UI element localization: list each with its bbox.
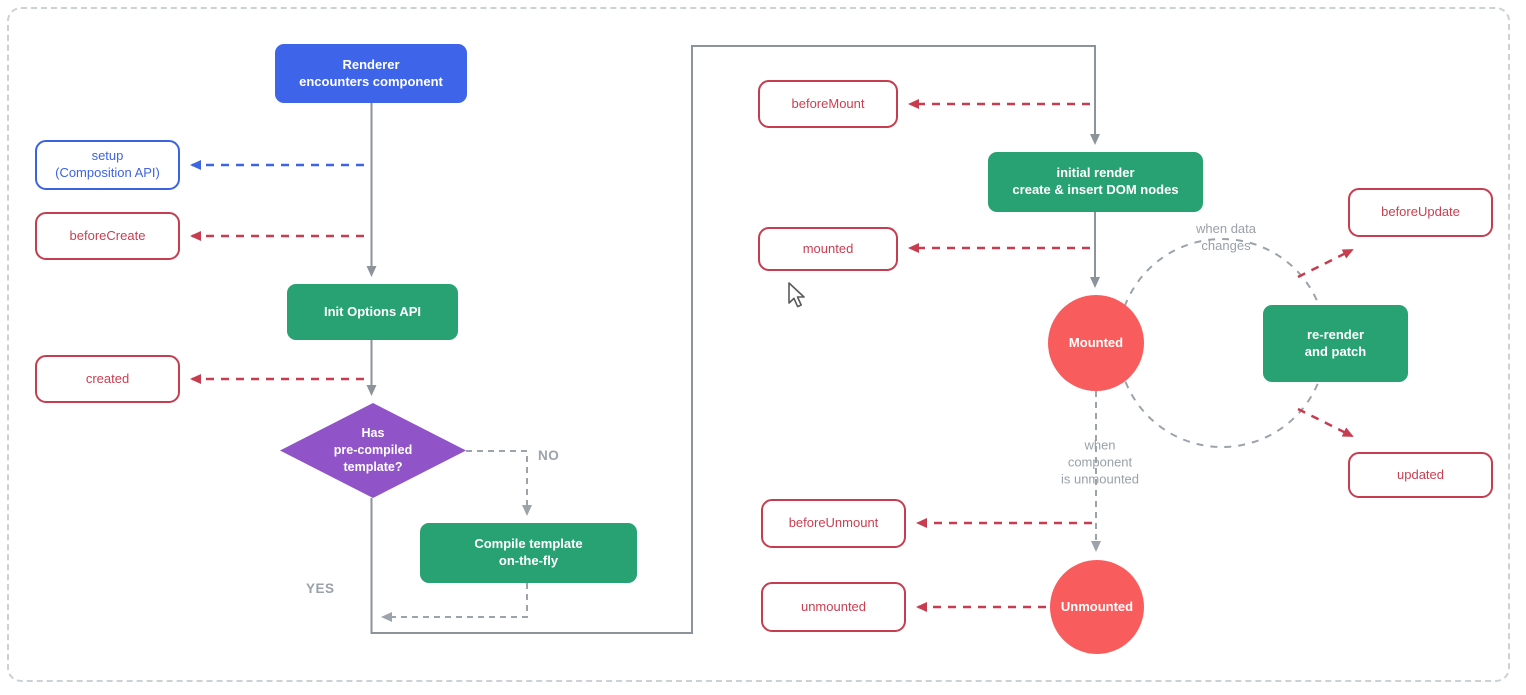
canvas-dashed-border	[7, 7, 1510, 682]
label-when-unmounted: when component is unmounted	[1060, 437, 1140, 487]
node-updated: updated	[1348, 452, 1493, 498]
node-before-mount: beforeMount	[758, 80, 898, 128]
node-before-create: beforeCreate	[35, 212, 180, 260]
node-re-render: re-render and patch	[1263, 305, 1408, 382]
node-unmounted-state: Unmounted	[1050, 560, 1144, 654]
node-created: created	[35, 355, 180, 403]
node-mounted-hook: mounted	[758, 227, 898, 271]
node-setup: setup (Composition API)	[35, 140, 180, 190]
node-before-unmount: beforeUnmount	[761, 499, 906, 548]
node-compile-template: Compile template on-the-fly	[420, 523, 637, 583]
edge-hook-updated	[1297, 407, 1354, 438]
edge-no-to-compile	[466, 450, 532, 516]
label-when-data-changes: when data changes	[1196, 221, 1256, 253]
node-before-update: beforeUpdate	[1348, 188, 1493, 237]
node-mounted-state: Mounted	[1048, 295, 1144, 391]
edge-compile-return	[381, 583, 528, 622]
node-renderer: Renderer encounters component	[275, 44, 467, 103]
node-initial-render: initial render create & insert DOM nodes	[988, 152, 1203, 212]
node-init-options: Init Options API	[287, 284, 458, 340]
label-yes: YES	[306, 581, 335, 596]
mouse-cursor-icon	[788, 282, 805, 308]
edge-yes-loop-to-initial-render	[370, 45, 1100, 634]
label-no: NO	[538, 448, 560, 463]
edge-hook-before-update	[1297, 248, 1354, 279]
node-unmounted-hook: unmounted	[761, 582, 906, 632]
